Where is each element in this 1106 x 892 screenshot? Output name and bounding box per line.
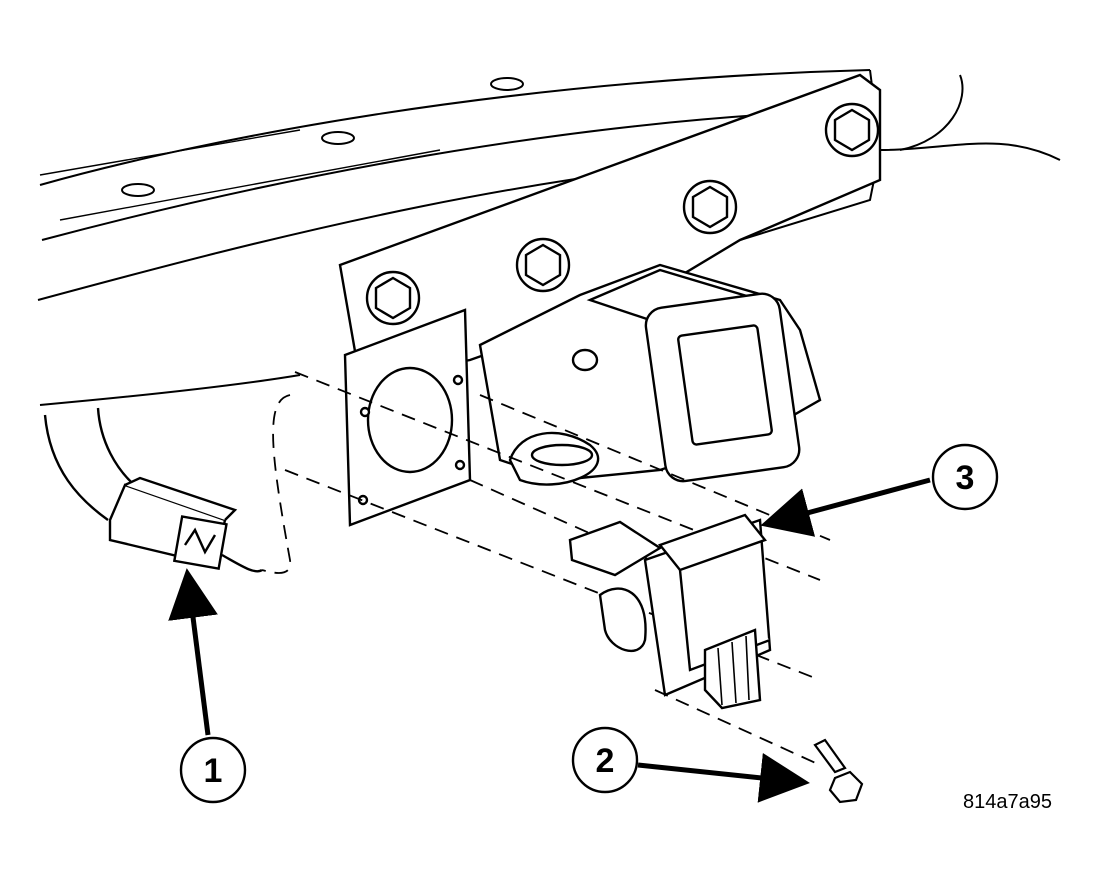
bolt-head-icon [515, 237, 571, 293]
callout-3-number: 3 [956, 459, 975, 497]
arrow-1 [168, 568, 218, 736]
callout-1: 1 [179, 736, 247, 804]
wiring-harness-connector [43, 407, 263, 573]
vehicle-bumper [37, 69, 1061, 406]
callout-arrows [168, 477, 931, 803]
callout-1-number: 1 [204, 752, 223, 790]
bolt-head-icon [682, 179, 738, 235]
screw [813, 738, 864, 804]
hitch-bolts [365, 102, 880, 326]
arrow-3 [760, 477, 931, 537]
receiver-tube [478, 263, 822, 486]
bolt-head-icon [365, 270, 421, 326]
callout-3: 3 [931, 443, 999, 511]
arrow-2 [637, 752, 810, 803]
bolt-head-icon [824, 102, 880, 158]
figure-id: 814a7a95 [963, 791, 1052, 813]
callout-2-number: 2 [596, 742, 615, 780]
callout-2: 2 [571, 726, 639, 794]
trailer-tow-connector [568, 513, 772, 710]
bumper-holes [121, 77, 524, 197]
